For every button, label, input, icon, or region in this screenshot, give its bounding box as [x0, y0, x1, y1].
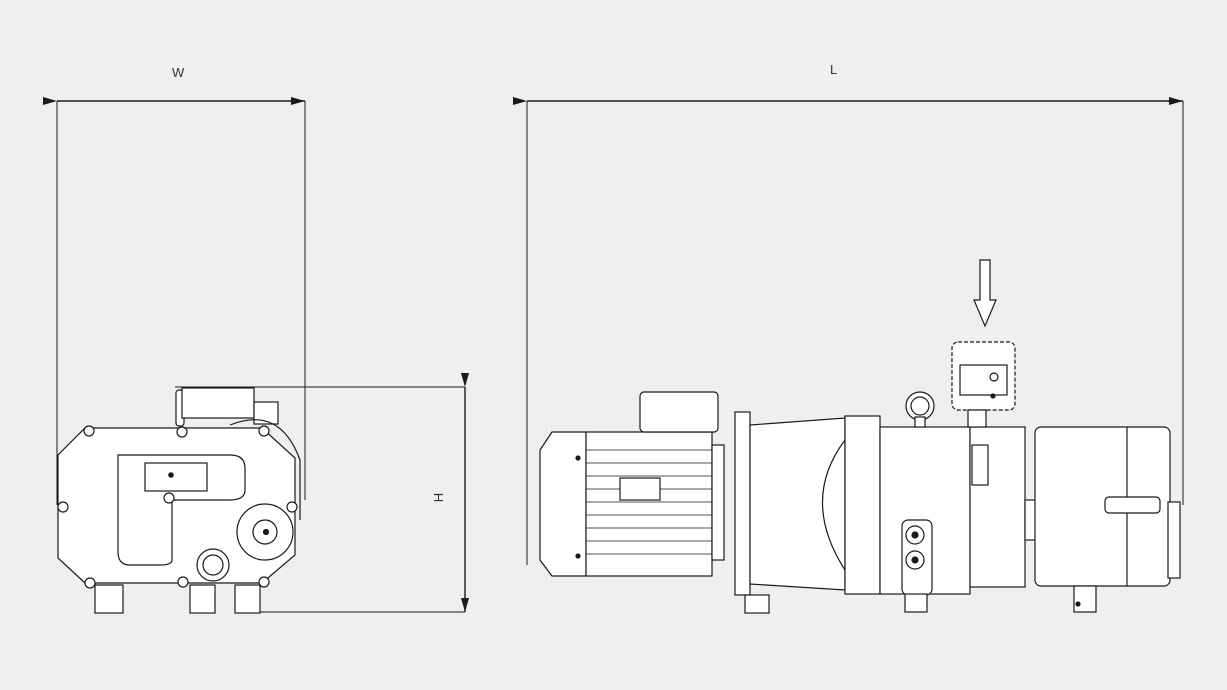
side-view-pump [539, 259, 1181, 614]
dimension-l [513, 97, 1184, 565]
front-view-pump [57, 387, 301, 614]
dimension-w [43, 97, 306, 505]
bolts [57, 425, 298, 589]
inlet-arrow-icon [973, 259, 997, 328]
width-label: W [172, 65, 185, 80]
length-label: L [830, 62, 838, 77]
height-label: H [431, 492, 447, 503]
dimension-h [175, 373, 469, 613]
